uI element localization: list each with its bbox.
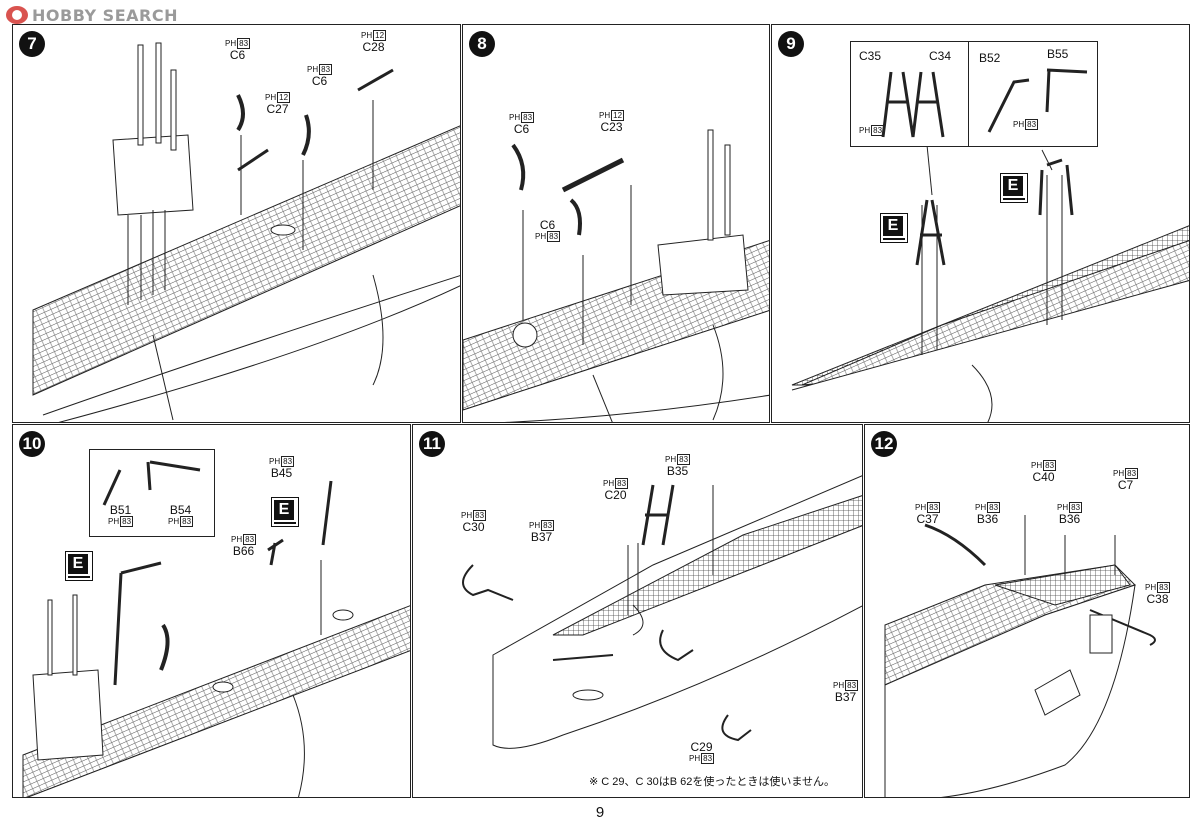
hobby-search-watermark: HOBBY SEARCH <box>6 4 178 26</box>
decal-e-icon: E <box>271 497 299 527</box>
part-label-b52: B52 <box>979 51 1001 65</box>
hobby-search-logo-icon <box>6 6 28 24</box>
step-12-illustration <box>884 515 1156 797</box>
inset-handrail-drawing <box>987 68 1088 133</box>
step-11-note: ※ C 29、C 30はB 62を使ったときは使いません。 <box>589 776 836 788</box>
decal-e-icon: E <box>65 551 93 581</box>
part-label-b55: B55 <box>1047 47 1069 61</box>
step-number: 8 <box>469 31 495 57</box>
watermark-text: HOBBY SEARCH <box>32 5 178 25</box>
step-number: 7 <box>19 31 45 57</box>
step-number: 11 <box>419 431 445 457</box>
step-number: 9 <box>778 31 804 57</box>
step-7-illustration <box>32 42 460 422</box>
step-9-illustration <box>791 144 1189 422</box>
decal-e-icon: E <box>880 213 908 243</box>
decal-e-icon: E <box>1000 173 1028 203</box>
step-10-illustration <box>22 480 410 797</box>
page-number: 9 <box>595 804 605 821</box>
inset-rail-drawing <box>102 460 201 506</box>
step-11-illustration <box>462 475 862 749</box>
inset-ladder-drawing <box>881 71 945 138</box>
part-label-c34: C34 <box>929 49 952 63</box>
step-8-illustration <box>463 129 769 422</box>
step-number: 10 <box>19 431 45 457</box>
part-label-c35: C35 <box>859 49 882 63</box>
step-number: 12 <box>871 431 897 457</box>
